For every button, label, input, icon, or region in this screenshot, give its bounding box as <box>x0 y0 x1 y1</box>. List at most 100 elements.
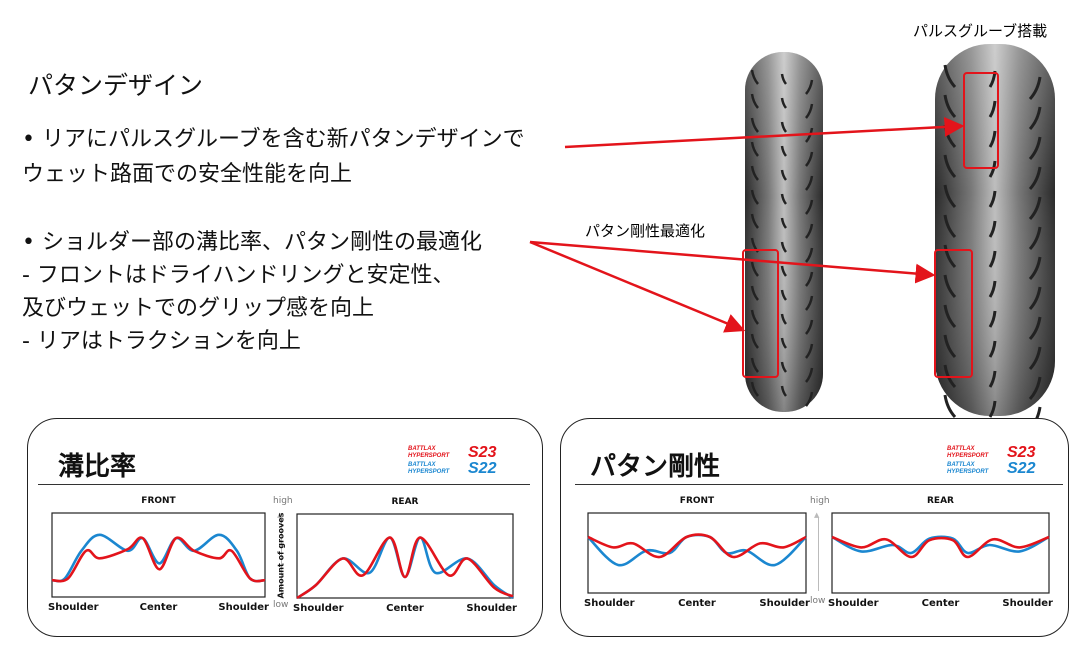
groove <box>1028 376 1042 401</box>
divider <box>575 484 1063 485</box>
series-s23 <box>296 536 514 599</box>
groove <box>805 223 814 239</box>
x-tick-label: Center <box>139 602 178 613</box>
x-tick-label: Center <box>386 603 424 614</box>
plot-area <box>831 512 1050 594</box>
bullet-2: • ショルダー部の溝比率、パタン剛性の最適化 - フロントはドライハンドリングと… <box>22 226 482 358</box>
groove <box>988 400 997 418</box>
groove <box>943 64 957 89</box>
groove <box>1028 286 1042 311</box>
groove <box>1028 76 1042 101</box>
groove <box>750 309 759 325</box>
x-tick-label: Center <box>921 598 960 609</box>
panel-subtitle: FRONT <box>141 496 176 506</box>
groove <box>750 189 759 205</box>
groove <box>750 93 759 109</box>
groove <box>943 214 957 239</box>
groove <box>750 213 759 229</box>
panel-subtitle: REAR <box>391 497 419 507</box>
groove <box>988 160 997 178</box>
groove <box>943 334 957 359</box>
line-chart-front <box>587 512 807 594</box>
y-axis-label: Amount of grooves <box>276 512 286 599</box>
groove <box>988 310 997 328</box>
groove <box>780 145 787 157</box>
groove <box>805 247 814 263</box>
plot-area <box>587 512 807 594</box>
series-s23 <box>587 533 807 559</box>
groove <box>805 103 814 119</box>
groove <box>943 184 957 209</box>
axis-high-label: high <box>273 496 293 506</box>
groove <box>805 295 814 311</box>
bullet-1: • リアにパルスグルーブを含む新パタンデザインで ウェット路面での安全性能を向上 <box>22 122 525 192</box>
x-tick-label: Shoulder <box>584 598 635 609</box>
front-tire <box>745 52 823 412</box>
groove <box>988 280 997 298</box>
groove <box>780 361 787 373</box>
x-tick-label: Shoulder <box>1002 598 1053 609</box>
bullet-line: 及びウェットでのグリップ感を向上 <box>22 296 375 321</box>
line-chart-front <box>51 512 266 598</box>
axis-high-label: high <box>810 496 830 506</box>
series-s22 <box>51 533 266 583</box>
plot-area <box>51 512 266 598</box>
groove <box>1028 256 1042 281</box>
groove <box>1028 136 1042 161</box>
groove <box>988 250 997 268</box>
groove <box>943 154 957 179</box>
heading: パタンデザイン <box>28 71 204 100</box>
groove <box>780 217 787 229</box>
axis-low-label: low <box>273 600 289 610</box>
series-s22 <box>831 535 1050 555</box>
groove <box>750 285 759 301</box>
groove <box>780 313 787 325</box>
groove <box>750 237 759 253</box>
tire-illustration <box>529 44 1055 420</box>
rear-tire <box>935 44 1055 420</box>
bullet-line: • ショルダー部の溝比率、パタン剛性の最適化 <box>22 230 482 255</box>
x-tick-label: Shoulder <box>466 603 517 614</box>
groove <box>780 169 787 181</box>
bullet-line: - フロントはドライハンドリングと安定性、 <box>22 263 455 288</box>
groove <box>943 274 957 299</box>
panel-subtitle: FRONT <box>679 496 715 506</box>
line-chart-rear <box>831 512 1050 594</box>
groove <box>1028 166 1042 191</box>
groove <box>988 220 997 238</box>
groove <box>805 151 814 167</box>
axis-arrow <box>281 517 282 595</box>
divider <box>38 484 530 485</box>
plot-area <box>296 513 514 599</box>
groove <box>805 343 814 359</box>
groove <box>1028 226 1042 251</box>
groove <box>988 100 997 118</box>
groove <box>805 367 814 383</box>
panel-subtitle: REAR <box>927 496 954 506</box>
groove <box>780 193 787 205</box>
groove <box>805 391 814 407</box>
line-chart-rear <box>296 513 514 599</box>
groove <box>988 340 997 358</box>
groove <box>780 385 787 397</box>
arrow-up-icon: ▲ <box>277 511 283 519</box>
groove <box>780 241 787 253</box>
x-tick-label: Shoulder <box>48 602 99 613</box>
groove <box>750 69 759 85</box>
groove <box>1028 346 1042 371</box>
series-s23 <box>831 535 1050 559</box>
groove <box>750 333 759 349</box>
groove <box>750 117 759 133</box>
series-s23 <box>51 536 266 583</box>
groove <box>805 127 814 143</box>
panel-title: 溝比率 <box>58 452 137 482</box>
bullet-line: • リアにパルスグルーブを含む新パタンデザインで <box>22 127 525 152</box>
x-tick-label: Shoulder <box>293 603 344 614</box>
arrow-up-icon: ▲ <box>814 511 820 519</box>
